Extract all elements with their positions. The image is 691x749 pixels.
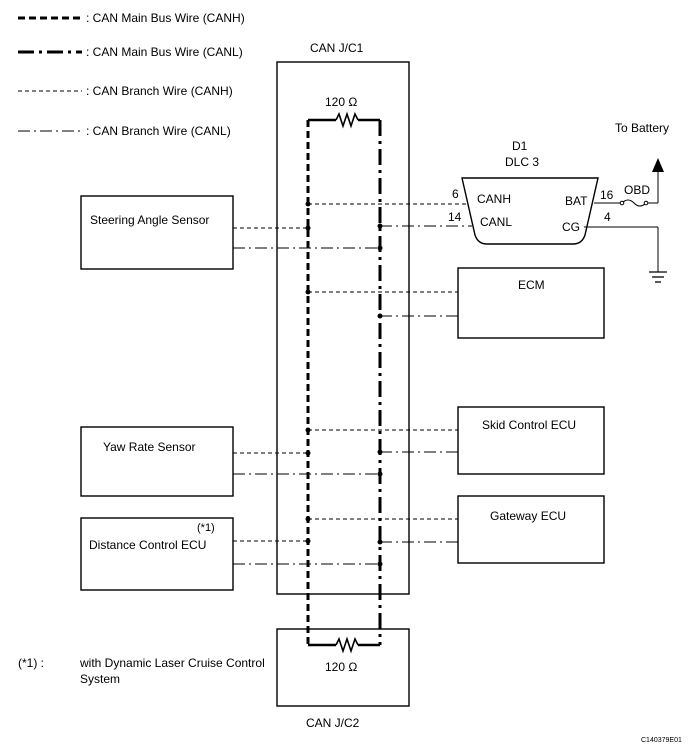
dlc-canl-label: CANL <box>480 215 512 229</box>
splice-dot <box>305 225 311 231</box>
splice-dot <box>305 516 311 522</box>
to-battery-arrow-icon <box>652 158 664 172</box>
jc2-box <box>276 628 410 707</box>
splice-dot <box>377 313 383 319</box>
yaw-rate-sensor-box <box>80 426 234 497</box>
legend-main-canh-label: : CAN Main Bus Wire (CANH) <box>86 11 245 25</box>
resistor-bottom-symbol <box>335 636 359 654</box>
obd-fuse-icon <box>621 199 647 207</box>
splice-dot <box>377 223 383 229</box>
to-battery-label: To Battery <box>615 121 669 135</box>
legend: : CAN Main Bus Wire (CANH) : CAN Main Bu… <box>18 11 245 138</box>
dlc-connector-shape <box>461 177 599 245</box>
yaw-rate-sensor-label: Yaw Rate Sensor <box>103 440 196 454</box>
splice-dot <box>377 471 383 477</box>
splice-dot <box>377 449 383 455</box>
dlc-canh-label: CANH <box>477 192 511 206</box>
fuse-terminal <box>643 200 649 206</box>
jc1-box <box>276 61 410 595</box>
splice-dot <box>305 427 311 433</box>
figure-code: C140379E01 <box>641 737 682 744</box>
dlc-pin-canh: 6 <box>452 187 459 201</box>
skid-control-ecu-box <box>457 406 605 475</box>
footnote-text-line1: with Dynamic Laser Cruise Control <box>79 656 265 670</box>
splice-dot <box>377 561 383 567</box>
footnote-text-line2: System <box>80 672 120 686</box>
dlc-cg-label: CG <box>562 220 580 234</box>
steering-angle-sensor-label: Steering Angle Sensor <box>90 213 209 227</box>
ecm-box <box>457 267 605 339</box>
splice-dot <box>305 201 311 207</box>
main-bus: 120 Ω 120 Ω <box>306 95 382 674</box>
gateway-ecu-box <box>457 495 605 564</box>
distance-control-ecu-note: (*1) <box>197 522 215 534</box>
dlc-name: DLC 3 <box>505 155 539 169</box>
legend-main-canl-label: : CAN Main Bus Wire (CANL) <box>86 45 243 59</box>
dlc-pin-cg: 4 <box>604 210 611 224</box>
dlc-pin-bat: 16 <box>600 188 614 202</box>
splice-dot <box>305 450 311 456</box>
legend-branch-canh-label: : CAN Branch Wire (CANH) <box>86 84 233 98</box>
skid-control-ecu-label: Skid Control ECU <box>482 418 576 432</box>
ecm-label: ECM <box>518 278 545 292</box>
distance-control-ecu-box <box>80 517 234 591</box>
splice-dot <box>377 245 383 251</box>
resistor-top-label: 120 Ω <box>325 95 357 109</box>
resistor-bottom-label: 120 Ω <box>325 660 357 674</box>
dlc-id: D1 <box>512 139 528 153</box>
gateway-ecu-label: Gateway ECU <box>490 509 566 523</box>
obd-fuse-label: OBD <box>624 183 650 197</box>
legend-branch-canl-label: : CAN Branch Wire (CANL) <box>86 124 231 138</box>
dlc-pin-canl: 14 <box>448 210 462 224</box>
jc1-label: CAN J/C1 <box>310 41 364 55</box>
distance-control-ecu-label: Distance Control ECU <box>89 538 206 552</box>
footnote-mark: (*1) : <box>18 656 44 670</box>
splice-dot <box>305 289 311 295</box>
splice-dot <box>377 539 383 545</box>
jc2-label: CAN J/C2 <box>306 716 360 730</box>
fuse-terminal <box>619 200 625 206</box>
steering-angle-sensor-box <box>80 195 234 270</box>
dlc3: D1 DLC 3 CANH CANL BAT CG 6 14 16 OBD To… <box>305 121 669 283</box>
splice-dot <box>305 538 311 544</box>
resistor-top-symbol <box>335 111 359 129</box>
dlc-bat-label: BAT <box>565 194 588 208</box>
